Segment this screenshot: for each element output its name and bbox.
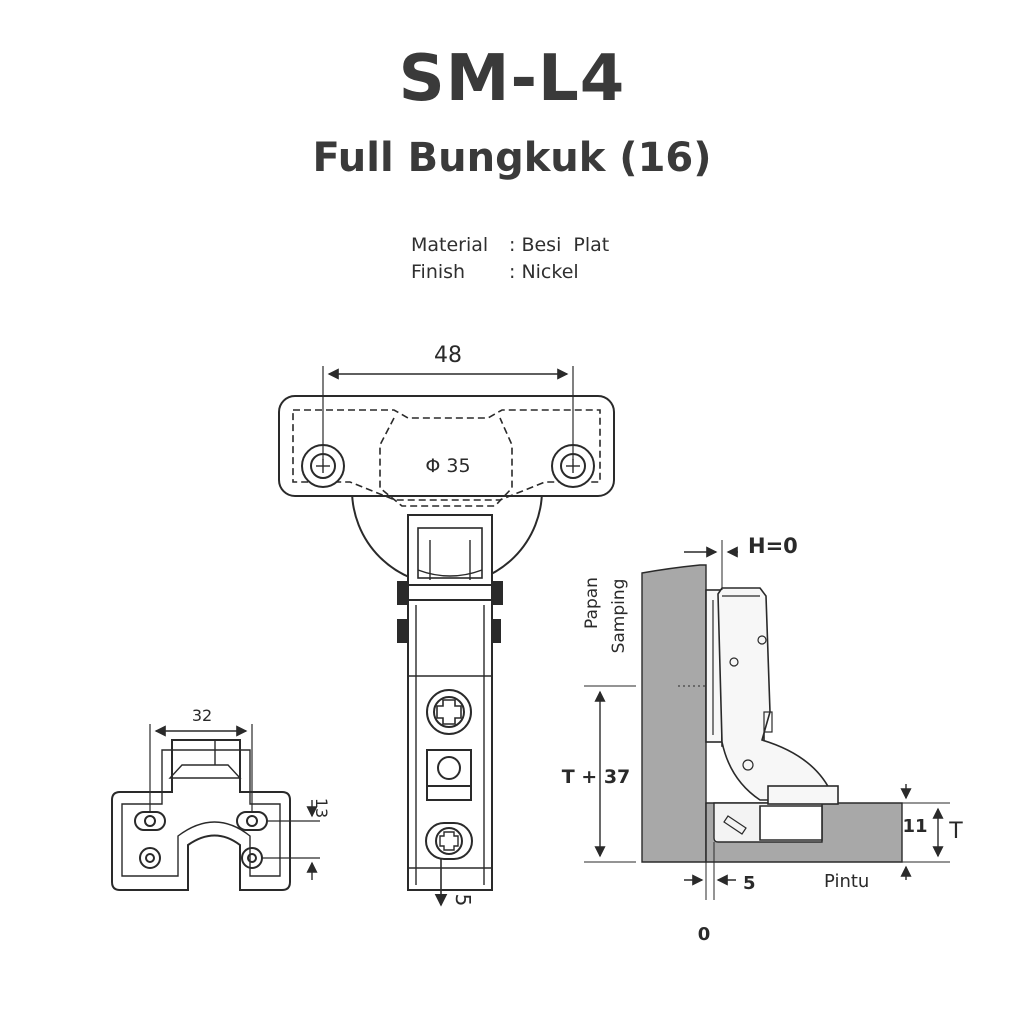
slot-dim-label: 5 bbox=[451, 894, 475, 907]
spec-material-value: : Besi Plat bbox=[509, 234, 610, 256]
cup-diameter-label: Φ 35 bbox=[425, 455, 470, 477]
spec-material-label: Material bbox=[411, 234, 489, 256]
mounting-plate-view bbox=[111, 724, 320, 891]
plate-hidden-outline bbox=[292, 409, 601, 501]
spec-finish: Finish : Nickel bbox=[411, 259, 609, 286]
spec-finish-label: Finish bbox=[411, 261, 466, 283]
installation-side-view bbox=[641, 564, 903, 863]
screw-hole-right bbox=[551, 444, 595, 488]
mounting-plate bbox=[278, 395, 615, 497]
dim-32-label: 32 bbox=[192, 706, 212, 725]
side-panel-label-1: Papan bbox=[582, 577, 602, 629]
hinge-body bbox=[705, 587, 839, 841]
spec-finish-value: : Nickel bbox=[509, 261, 579, 283]
zero-label: 0 bbox=[698, 924, 711, 945]
dim-13-label: 13 bbox=[312, 798, 331, 818]
spec-material: Material : Besi Plat bbox=[411, 232, 609, 259]
spec-list: Material : Besi Plat Finish : Nickel bbox=[411, 232, 609, 286]
product-subtitle: Full Bungkuk (16) bbox=[312, 135, 712, 181]
side-panel-label-2: Samping bbox=[609, 579, 629, 654]
dim-48-label: 48 bbox=[434, 343, 462, 368]
product-title: SM-L4 bbox=[398, 42, 626, 116]
gap-dim-label: 5 bbox=[743, 873, 756, 894]
height-formula-label: T + 37 bbox=[562, 766, 631, 788]
door-label: Pintu bbox=[824, 871, 869, 892]
overlay-label: H=0 bbox=[748, 534, 798, 558]
side-panel bbox=[641, 564, 707, 863]
hinge-top-view bbox=[278, 366, 615, 907]
thickness-label: T bbox=[948, 819, 963, 844]
thickness-dim-label: 11 bbox=[902, 816, 927, 837]
